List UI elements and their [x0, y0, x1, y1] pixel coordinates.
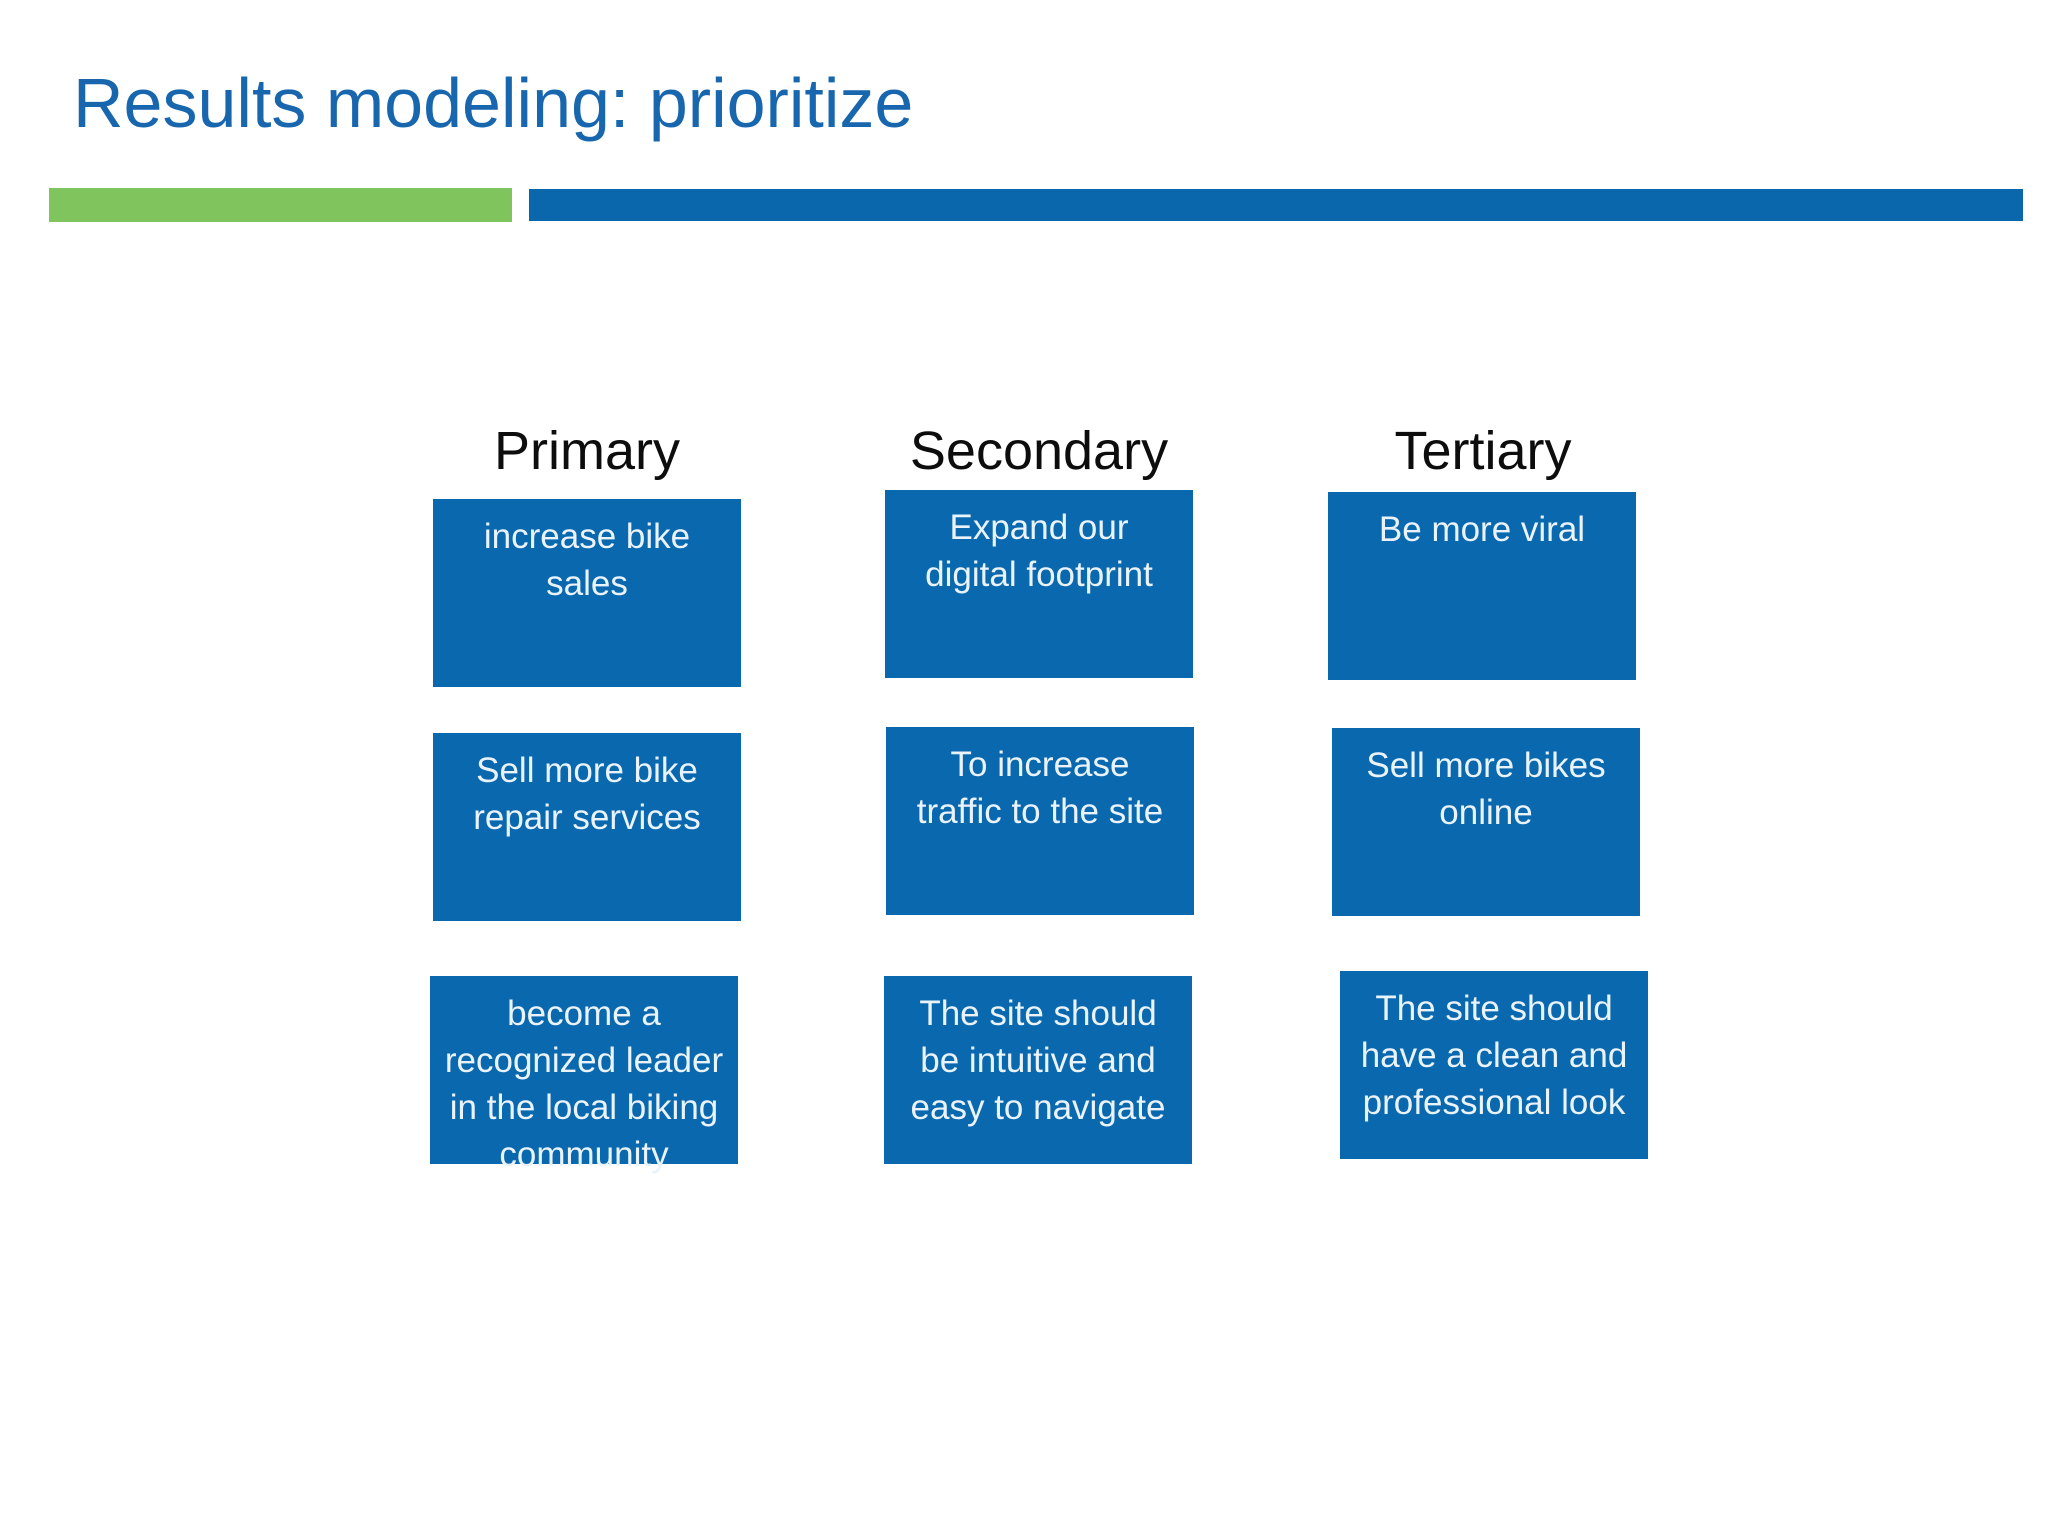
goal-box-primary-1: increase bike sales	[433, 499, 741, 687]
column-header-tertiary: Tertiary	[1394, 421, 1572, 481]
goal-box-primary-2: Sell more bike repair services	[433, 733, 741, 921]
column-header-primary: Primary	[494, 421, 680, 481]
goal-box-tertiary-2: Sell more bikes online	[1332, 728, 1640, 916]
goal-box-secondary-3: The site should be intuitive and easy to…	[884, 976, 1192, 1164]
page-title: Results modeling: prioritize	[73, 64, 914, 142]
title-underline-green-bar	[49, 188, 512, 222]
column-header-secondary: Secondary	[909, 421, 1169, 481]
title-underline-blue-bar	[529, 189, 2023, 221]
goal-box-secondary-2: To increase traffic to the site	[886, 727, 1194, 915]
goal-box-secondary-1: Expand our digital footprint	[885, 490, 1193, 678]
goal-box-primary-3: become a recognized leader in the local …	[430, 976, 738, 1174]
goal-box-tertiary-1: Be more viral	[1328, 492, 1636, 680]
goal-box-tertiary-3: The site should have a clean and profess…	[1340, 971, 1648, 1159]
